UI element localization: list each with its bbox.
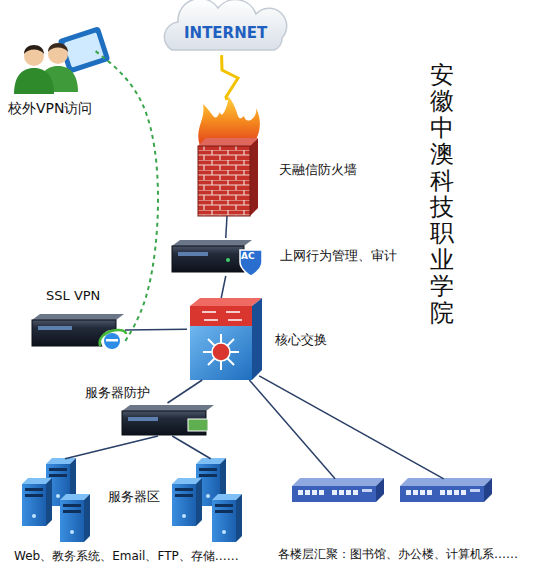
vpn-tunnel (96, 51, 158, 341)
server-towers (22, 458, 242, 542)
lightning-link (222, 55, 238, 100)
floor-switches (292, 478, 492, 502)
network-link (259, 376, 444, 479)
server-zone-node: 服务器区Web、教务系统、Email、FTP、存储…… (18, 457, 253, 545)
floor-aggregation-node: 各楼层汇聚：图书馆、办公楼、计算机系…… (290, 476, 495, 504)
wall-side (250, 138, 258, 216)
tablet-screen (64, 32, 104, 67)
core-switch-node: 核心交换 (187, 298, 263, 380)
internet-node: INTERNET (160, 0, 300, 58)
network-link (226, 216, 227, 238)
node-label: 核心交换 (275, 332, 327, 348)
firewall-icon (198, 96, 260, 216)
network-link (168, 380, 203, 403)
zone-label: 服务器区 (106, 489, 162, 505)
school-title: 安徽中澳科技职业学院 (430, 62, 454, 326)
server-protection-node: 服务器防护 (120, 403, 215, 436)
node-label: 校外VPN访问 (8, 100, 93, 117)
node-label: SSL VPN (46, 288, 100, 304)
node-label: 服务器防护 (85, 385, 150, 401)
firewall-node: 天融信防火墙 (195, 100, 259, 216)
badge-text: AC (241, 251, 255, 262)
person-hair (24, 45, 44, 54)
person-body (14, 68, 54, 94)
network-link (65, 436, 158, 459)
ac-device-node: 上网行为管理、审计 (170, 238, 252, 276)
node-label: 天融信防火墙 (279, 162, 357, 178)
ac-shield (240, 250, 262, 276)
brick-wall (198, 146, 250, 216)
cloud-label: INTERNET (184, 24, 267, 42)
person-head (24, 46, 44, 66)
network-link (172, 436, 210, 459)
ssl-vpn-node: SSL VPN (30, 312, 125, 348)
network-link (221, 276, 226, 298)
flames (198, 96, 260, 146)
node-label: 各楼层汇聚：图书馆、办公楼、计算机系…… (278, 547, 518, 561)
vpn-users-icon (14, 26, 110, 94)
ssl-vpn-device (32, 314, 126, 352)
wall-top (198, 138, 258, 146)
internet-cloud (164, 0, 286, 50)
network-link (125, 328, 187, 330)
services-note: Web、教务系统、Email、FTP、存储…… (14, 549, 239, 563)
behavior-management-device (172, 240, 262, 276)
core-switch-icon (190, 298, 262, 380)
person-hair (48, 43, 68, 52)
vpn-user-node: 校外VPN访问 (12, 28, 107, 94)
node-label: 上网行为管理、审计 (280, 248, 397, 264)
person-head (48, 44, 68, 64)
server-protection-device (122, 405, 214, 435)
